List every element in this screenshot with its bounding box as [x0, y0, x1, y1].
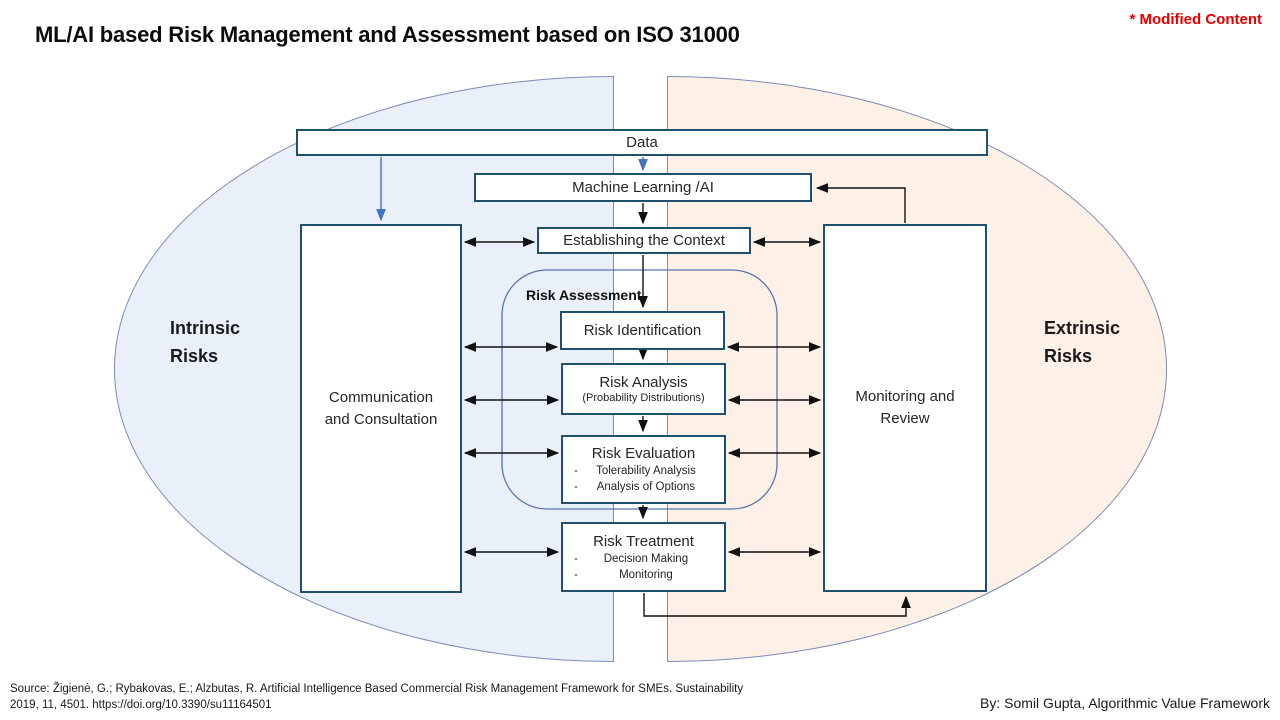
- extrinsic-label-line2: Risks: [1044, 346, 1093, 366]
- extrinsic-label-line1: Extrinsic: [1044, 318, 1121, 338]
- machine-learning-box: Machine Learning /AI: [474, 173, 812, 202]
- modified-content-note: * Modified Content: [1129, 11, 1262, 28]
- intrinsic-label-line1: Intrinsic: [170, 318, 241, 338]
- intrinsic-label-line2: Risks: [170, 346, 219, 366]
- risk-treatment-bullets: Decision Making Monitoring: [563, 551, 724, 583]
- risk-evaluation-box: Risk Evaluation Tolerability Analysis An…: [561, 435, 726, 504]
- risk-identification-box: Risk Identification: [560, 311, 725, 350]
- page-title: ML/AI based Risk Management and Assessme…: [35, 22, 740, 47]
- risk-analysis-box: Risk Analysis (Probability Distributions…: [561, 363, 726, 415]
- source-citation: Source: Žigienė, G.; Rybakovas, E.; Alzb…: [10, 681, 743, 713]
- risk-treatment-bullet-1: Decision Making: [603, 552, 689, 565]
- monitoring-line1: Monitoring and: [855, 388, 955, 405]
- communication-consultation-box: Communication and Consultation: [300, 224, 462, 593]
- risk-treatment-title: Risk Treatment: [593, 532, 694, 550]
- monitoring-line2: Review: [880, 410, 930, 427]
- intrinsic-risks-label: Intrinsic Risks: [170, 314, 240, 370]
- risk-evaluation-bullet-2: Analysis of Options: [596, 481, 696, 493]
- risk-evaluation-bullet: Tolerability Analysis: [563, 463, 724, 479]
- communication-line1: Communication: [328, 388, 434, 406]
- author-byline: By: Somil Gupta, Algorithmic Value Frame…: [980, 695, 1270, 711]
- source-citation-line2: 2019, 11, 4501. https://doi.org/10.3390/…: [10, 699, 272, 711]
- risk-treatment-bullet-2: Monitoring: [619, 568, 673, 581]
- risk-evaluation-title: Risk Evaluation: [591, 445, 696, 462]
- risk-evaluation-bullets: Tolerability Analysis Analysis of Option…: [563, 463, 724, 495]
- risk-treatment-box: Risk Treatment Decision Making Monitorin…: [561, 522, 726, 592]
- risk-treatment-bullet: Monitoring: [563, 567, 724, 583]
- risk-evaluation-bullet: Analysis of Options: [563, 479, 724, 495]
- data-box: Data: [296, 129, 988, 156]
- source-citation-line1: Source: Žigienė, G.; Rybakovas, E.; Alzb…: [10, 683, 744, 695]
- risk-treatment-bullet: Decision Making: [563, 551, 724, 567]
- monitoring-review-box: Monitoring and Review: [823, 224, 987, 592]
- establishing-context-box: Establishing the Context: [537, 227, 751, 254]
- risk-evaluation-bullet-1: Tolerability Analysis: [596, 465, 696, 477]
- extrinsic-risks-label: Extrinsic Risks: [1044, 314, 1120, 370]
- risk-assessment-label: Risk Assessment: [526, 287, 642, 303]
- risk-analysis-title: Risk Analysis: [599, 374, 688, 391]
- communication-line2: and Consultation: [324, 410, 438, 428]
- risk-analysis-subtitle: (Probability Distributions): [582, 392, 705, 404]
